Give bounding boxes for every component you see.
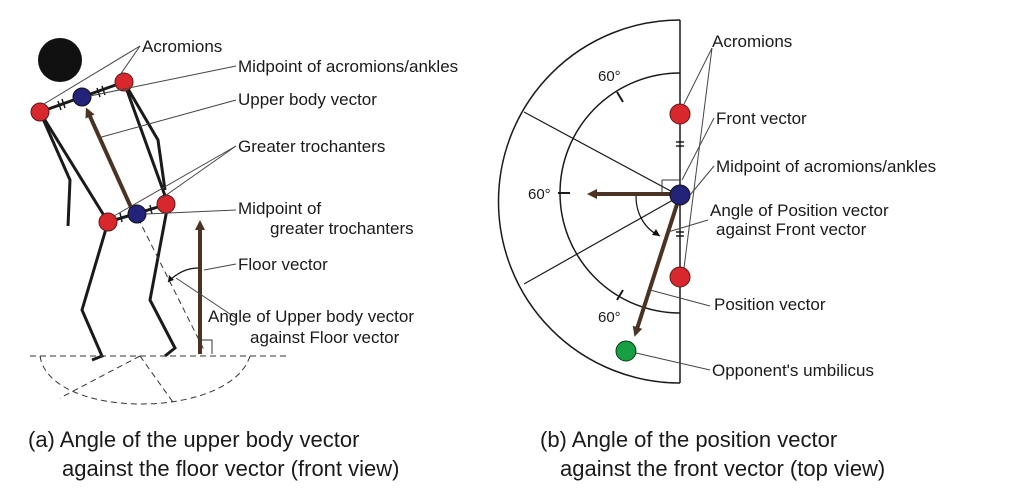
opponent-umbilicus-point	[615, 340, 637, 362]
acromion-top-joint	[669, 103, 691, 125]
acromion-midpoint-joint	[72, 87, 92, 107]
label-position-vector: Position vector	[714, 295, 826, 314]
panel-a-leaders	[43, 45, 237, 319]
caption-b-line1: (b) Angle of the position vector	[540, 427, 837, 452]
caption-b-line2: against the front vector (top view)	[560, 456, 885, 481]
panel-b-leaders	[635, 47, 715, 371]
label-front-vector: Front vector	[716, 109, 807, 128]
label-angle-b-line2: against Front vector	[716, 220, 867, 239]
right-angle-mark	[200, 339, 213, 354]
right-trochanter-joint	[156, 194, 176, 214]
right-acromion-joint	[114, 72, 134, 92]
trochanter-midpoint-joint	[127, 204, 147, 224]
label-floor-vector: Floor vector	[238, 255, 328, 274]
degree-label-top: 60°	[598, 68, 621, 85]
position-angle-arrowhead	[652, 229, 660, 236]
outer-semicircle	[497, 19, 681, 384]
label-greater-trochanters: Greater trochanters	[238, 137, 385, 156]
label-acromions-b: Acromions	[712, 32, 792, 51]
label-angle-a-line2: against Floor vector	[250, 328, 400, 347]
upper-body-vector-arrow	[85, 107, 136, 215]
label-midpoint-gt-line1: Midpoint of	[238, 199, 321, 218]
sector-line-upper	[523, 111, 681, 197]
panel-b-top-view: 60° 60° 60° Acromions Front vector Midpo…	[497, 19, 936, 481]
degree-label-left: 60°	[528, 186, 551, 203]
panel-a-front-view: Acromions Midpoint of acromions/ankles U…	[28, 37, 458, 481]
segment-ticks	[57, 85, 153, 223]
label-angle-a-line1: Angle of Upper body vector	[208, 307, 414, 326]
left-acromion-joint	[30, 102, 50, 122]
label-midpoint-acromions-a: Midpoint of acromions/ankles	[238, 57, 458, 76]
label-upper-body-vector: Upper body vector	[238, 90, 377, 109]
label-acromions-a: Acromions	[142, 37, 222, 56]
label-midpoint-gt-line2: greater trochanters	[270, 219, 414, 238]
arc-ticks	[558, 91, 624, 301]
label-midpoint-b: Midpoint of acromions/ankles	[716, 157, 936, 176]
left-trochanter-joint	[98, 212, 118, 232]
caption-a-line2: against the floor vector (front view)	[62, 456, 399, 481]
angle-arc-arrowhead	[168, 275, 174, 282]
acromion-bottom-joint	[669, 266, 691, 288]
axis-ticks	[676, 141, 684, 237]
caption-a-line1: (a) Angle of the upper body vector	[28, 427, 359, 452]
floor-dashed	[30, 217, 290, 406]
position-vector-arrow	[632, 197, 681, 337]
sector-line-lower	[523, 195, 681, 285]
midpoint-joint-b	[669, 184, 691, 206]
head-shape	[38, 38, 82, 82]
label-angle-b-line1: Angle of Position vector	[710, 201, 889, 220]
label-opponent-umbilicus: Opponent's umbilicus	[712, 361, 874, 380]
degree-label-bottom: 60°	[598, 309, 621, 326]
